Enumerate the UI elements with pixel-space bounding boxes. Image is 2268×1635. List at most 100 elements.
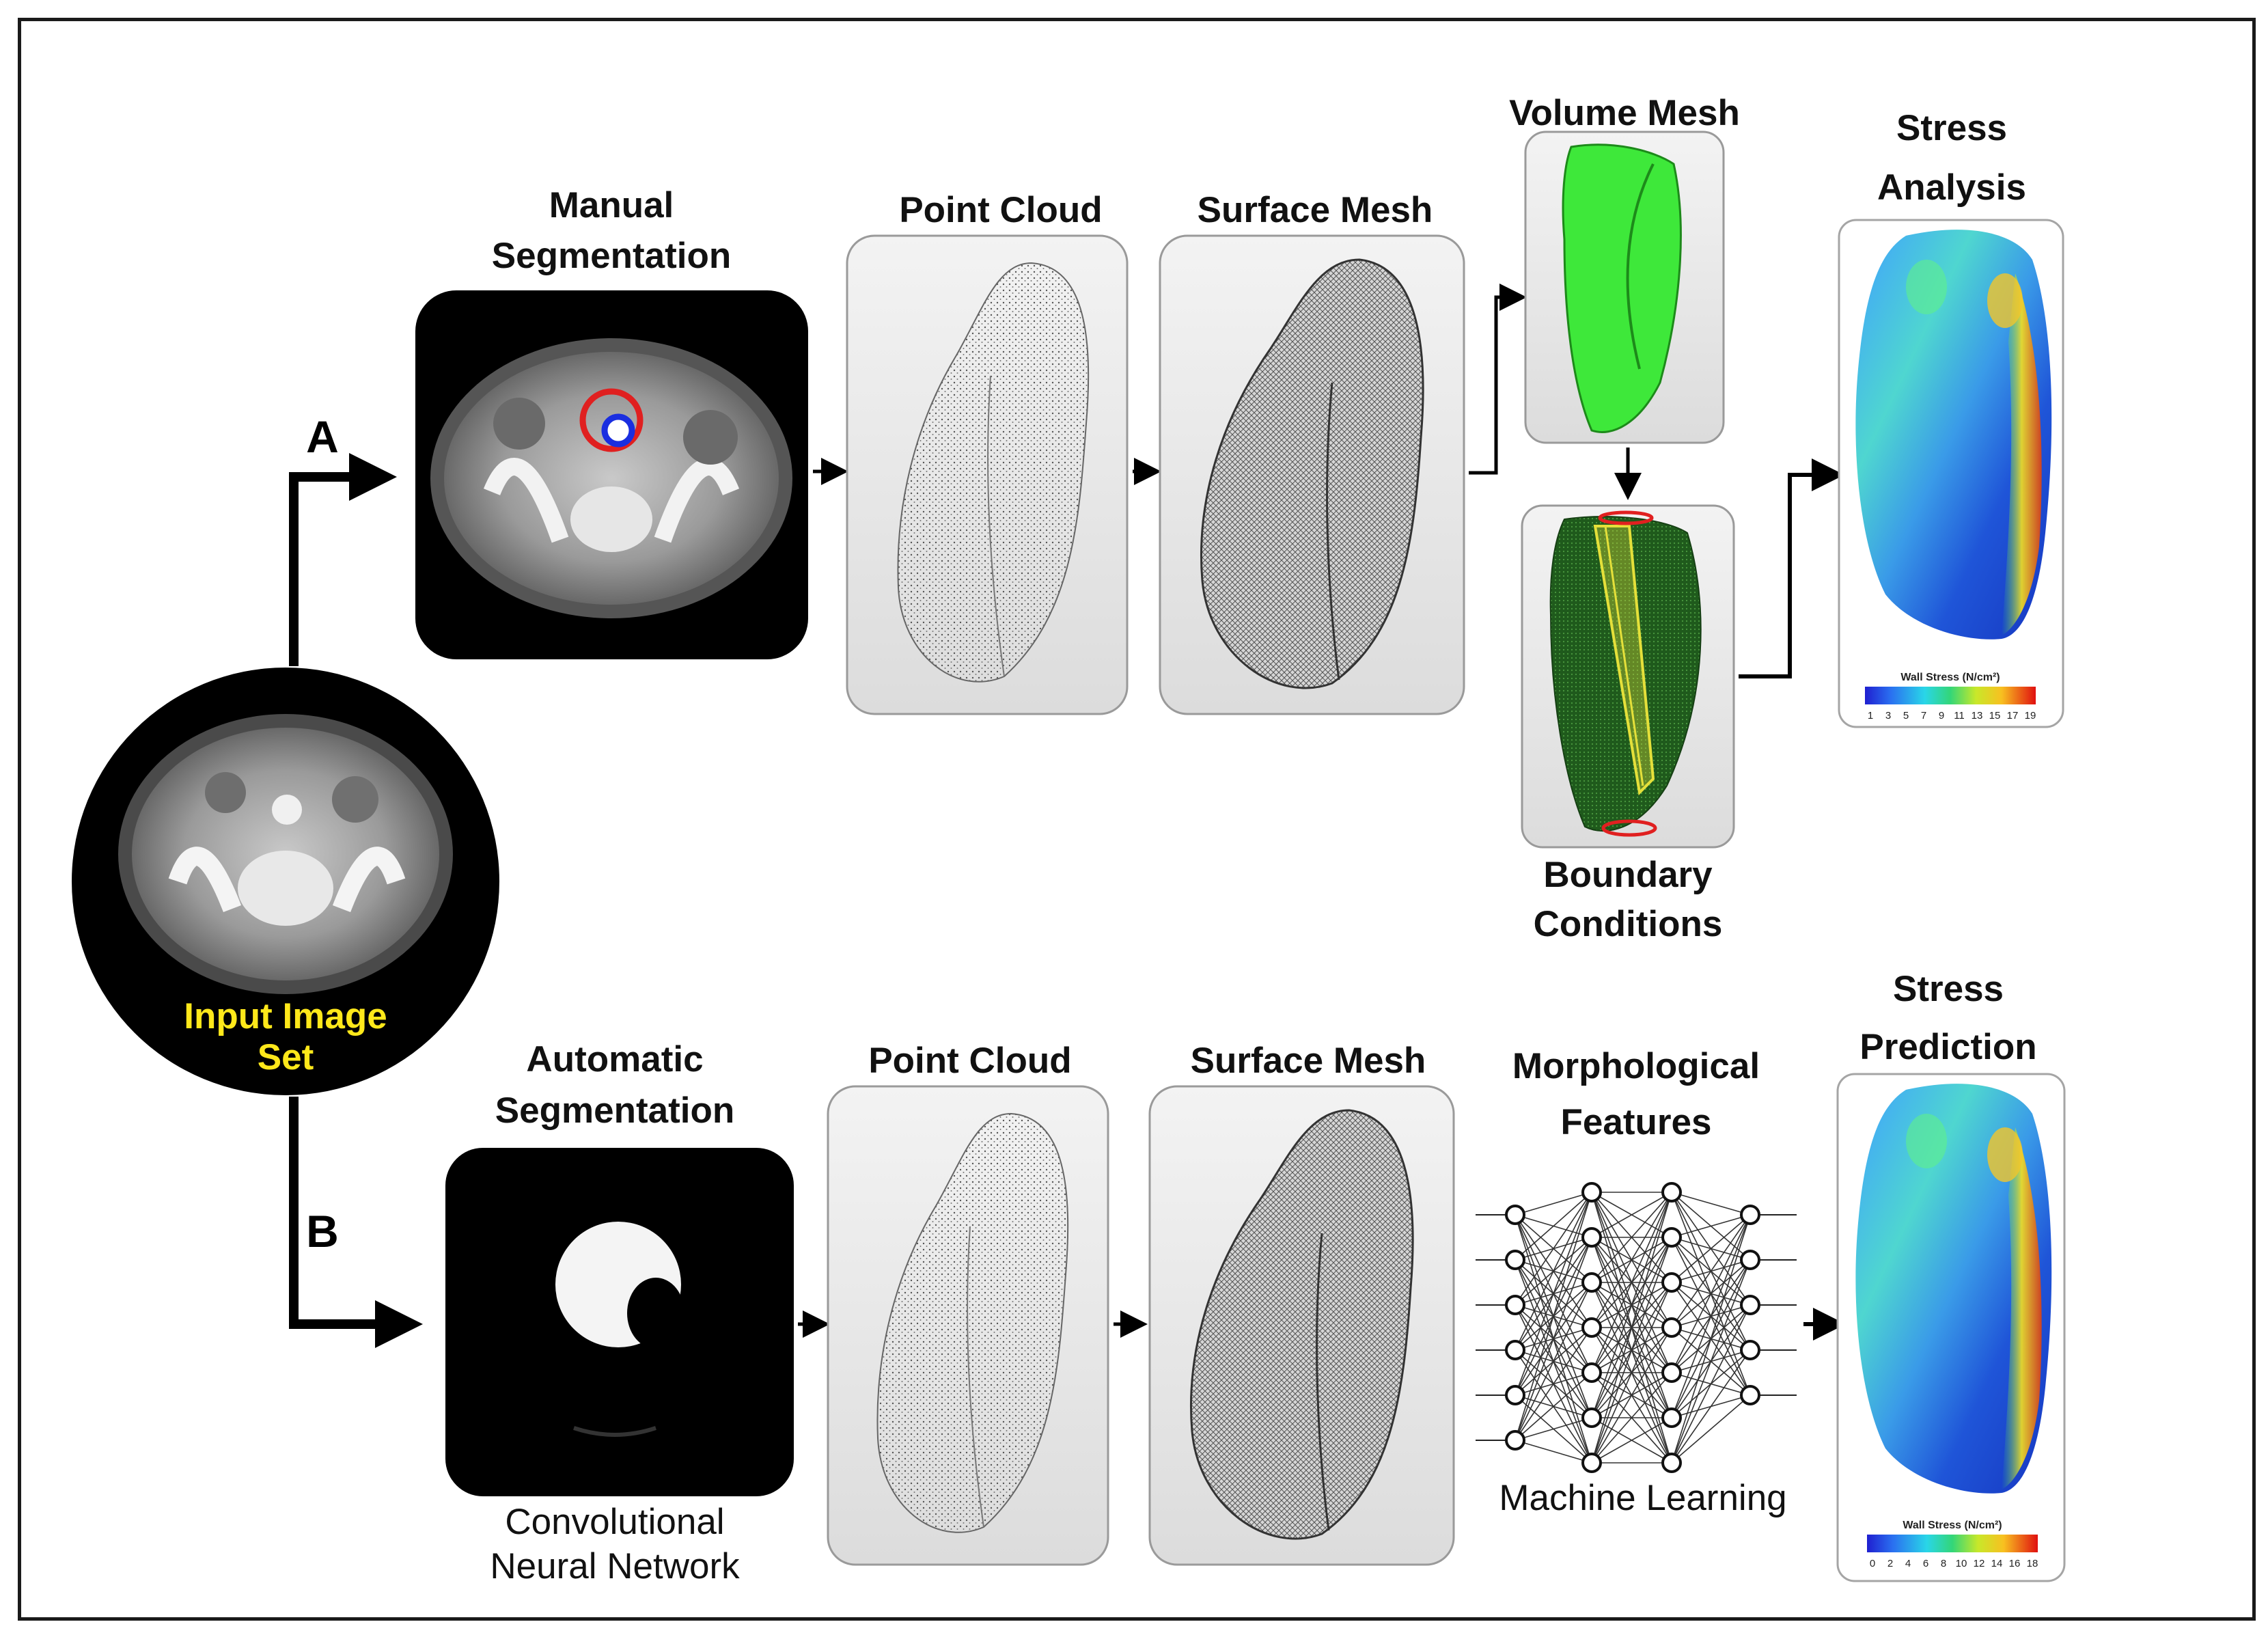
auto-seg-image <box>445 1148 794 1496</box>
nn-edge <box>1515 1192 1592 1441</box>
nn-edge <box>1671 1214 1751 1373</box>
nn-edge <box>1591 1237 1672 1464</box>
nn-edge <box>1515 1192 1592 1396</box>
boundary-panel <box>1521 504 1735 849</box>
nn-edge <box>1671 1349 1751 1464</box>
colorbar-tick: 8 <box>1941 1558 1946 1569</box>
colorbar-a <box>1865 687 2036 704</box>
colorbar-tick: 12 <box>1974 1558 1985 1569</box>
surface-mesh-a-label: Surface Mesh <box>1198 190 1433 230</box>
path-a-letter: A <box>306 411 339 462</box>
morph-label-line2: Features <box>1561 1102 1712 1142</box>
point-cloud-a-panel <box>846 234 1129 715</box>
nn-edge <box>1515 1192 1592 1306</box>
colorbar-tick: 17 <box>2007 710 2019 722</box>
nn-edge <box>1515 1440 1592 1464</box>
nn-edge <box>1515 1372 1592 1441</box>
cnn-label-line2: Neural Network <box>490 1546 740 1586</box>
surface-mesh-b-label: Surface Mesh <box>1191 1041 1426 1081</box>
colorbar-tick: 13 <box>1972 710 1983 722</box>
nn-node <box>1740 1340 1760 1360</box>
nn-node <box>1505 1205 1525 1225</box>
branch-arrows <box>289 453 423 1348</box>
colorbar-tick: 16 <box>2009 1558 2021 1569</box>
colorbar-b <box>1867 1535 2038 1552</box>
nn-edge <box>1515 1192 1592 1261</box>
stress-prediction-label-line2: Prediction <box>1859 1027 2036 1067</box>
colorbar-tick: 18 <box>2027 1558 2038 1569</box>
cnn-label-line1: Convolutional <box>505 1502 724 1542</box>
nn-node <box>1661 1362 1682 1383</box>
nn-edge <box>1591 1192 1672 1283</box>
nn-node <box>1581 1227 1602 1248</box>
nn-node <box>1581 1407 1602 1428</box>
nn-edge <box>1591 1192 1672 1238</box>
nn-edge <box>1591 1417 1672 1464</box>
nn-edge <box>1591 1192 1672 1464</box>
nn-node <box>1505 1295 1525 1315</box>
nn-edge <box>1671 1304 1751 1464</box>
nn-edge <box>1671 1214 1751 1328</box>
nn-node <box>1740 1205 1760 1225</box>
nn-edge <box>1671 1214 1751 1464</box>
colorbar-tick: 19 <box>2025 710 2036 722</box>
nn-node <box>1661 1182 1682 1203</box>
stress-prediction-label-line1: Stress <box>1893 969 2004 1009</box>
nn-node <box>1740 1385 1760 1405</box>
nn-node <box>1661 1407 1682 1428</box>
nn-node <box>1505 1340 1525 1360</box>
colorbar-tick: 2 <box>1887 1558 1893 1569</box>
colorbar-tick: 5 <box>1903 710 1909 722</box>
morph-label-line1: Morphological <box>1512 1046 1760 1086</box>
nn-edge <box>1515 1192 1592 1215</box>
input-label-line1: Input Image <box>184 996 387 1036</box>
nn-edge <box>1591 1327 1672 1464</box>
nn-node <box>1505 1430 1525 1451</box>
nn-node <box>1740 1295 1760 1315</box>
nn-edge <box>1671 1214 1751 1283</box>
colorbar-tick: 1 <box>1868 710 1873 722</box>
nn-node <box>1661 1227 1682 1248</box>
red-contour <box>579 388 644 452</box>
nn-edge <box>1671 1192 1751 1215</box>
nn-edge <box>1515 1282 1592 1441</box>
stress-analysis-label-line1: Stress <box>1896 108 2007 148</box>
nn-edge <box>1591 1372 1672 1464</box>
colorbar-tick: 14 <box>1991 1558 2003 1569</box>
colorbar-tick: 6 <box>1923 1558 1928 1569</box>
colorbar-tick: 4 <box>1905 1558 1911 1569</box>
manual-seg-image <box>415 290 808 659</box>
point-cloud-b-panel <box>827 1085 1109 1566</box>
input-image-set: Input Image Set <box>72 668 499 1095</box>
nn-node <box>1581 1182 1602 1203</box>
nn-edge <box>1591 1192 1672 1373</box>
nn-edge <box>1671 1394 1751 1464</box>
stress-analysis-label-line2: Analysis <box>1877 167 2026 208</box>
nn-edge <box>1671 1259 1751 1464</box>
nn-edge <box>1515 1327 1592 1441</box>
neural-network-diagram <box>1476 1182 1797 1473</box>
colorbar-tick: 3 <box>1885 710 1891 722</box>
colorbar-a-title: Wall Stress (N/cm²) <box>1900 672 2000 683</box>
nn-edge <box>1591 1192 1672 1418</box>
nn-edge <box>1515 1237 1592 1441</box>
nn-node <box>1661 1317 1682 1338</box>
surface-mesh-b-panel <box>1148 1085 1455 1566</box>
boundary-label-line1: Boundary <box>1543 855 1713 895</box>
nn-edge <box>1591 1192 1672 1328</box>
point-cloud-b-label: Point Cloud <box>868 1041 1071 1081</box>
nn-node <box>1581 1272 1602 1293</box>
manual-seg-label-line1: Manual <box>549 185 674 225</box>
colorbar-b-title: Wall Stress (N/cm²) <box>1903 1520 2002 1531</box>
path-b-letter: B <box>306 1206 339 1256</box>
blue-contour <box>601 413 635 448</box>
nn-node <box>1505 1250 1525 1270</box>
boundary-label-line2: Conditions <box>1534 904 1723 944</box>
input-label-line2: Set <box>258 1037 314 1077</box>
nn-edge <box>1671 1214 1751 1238</box>
